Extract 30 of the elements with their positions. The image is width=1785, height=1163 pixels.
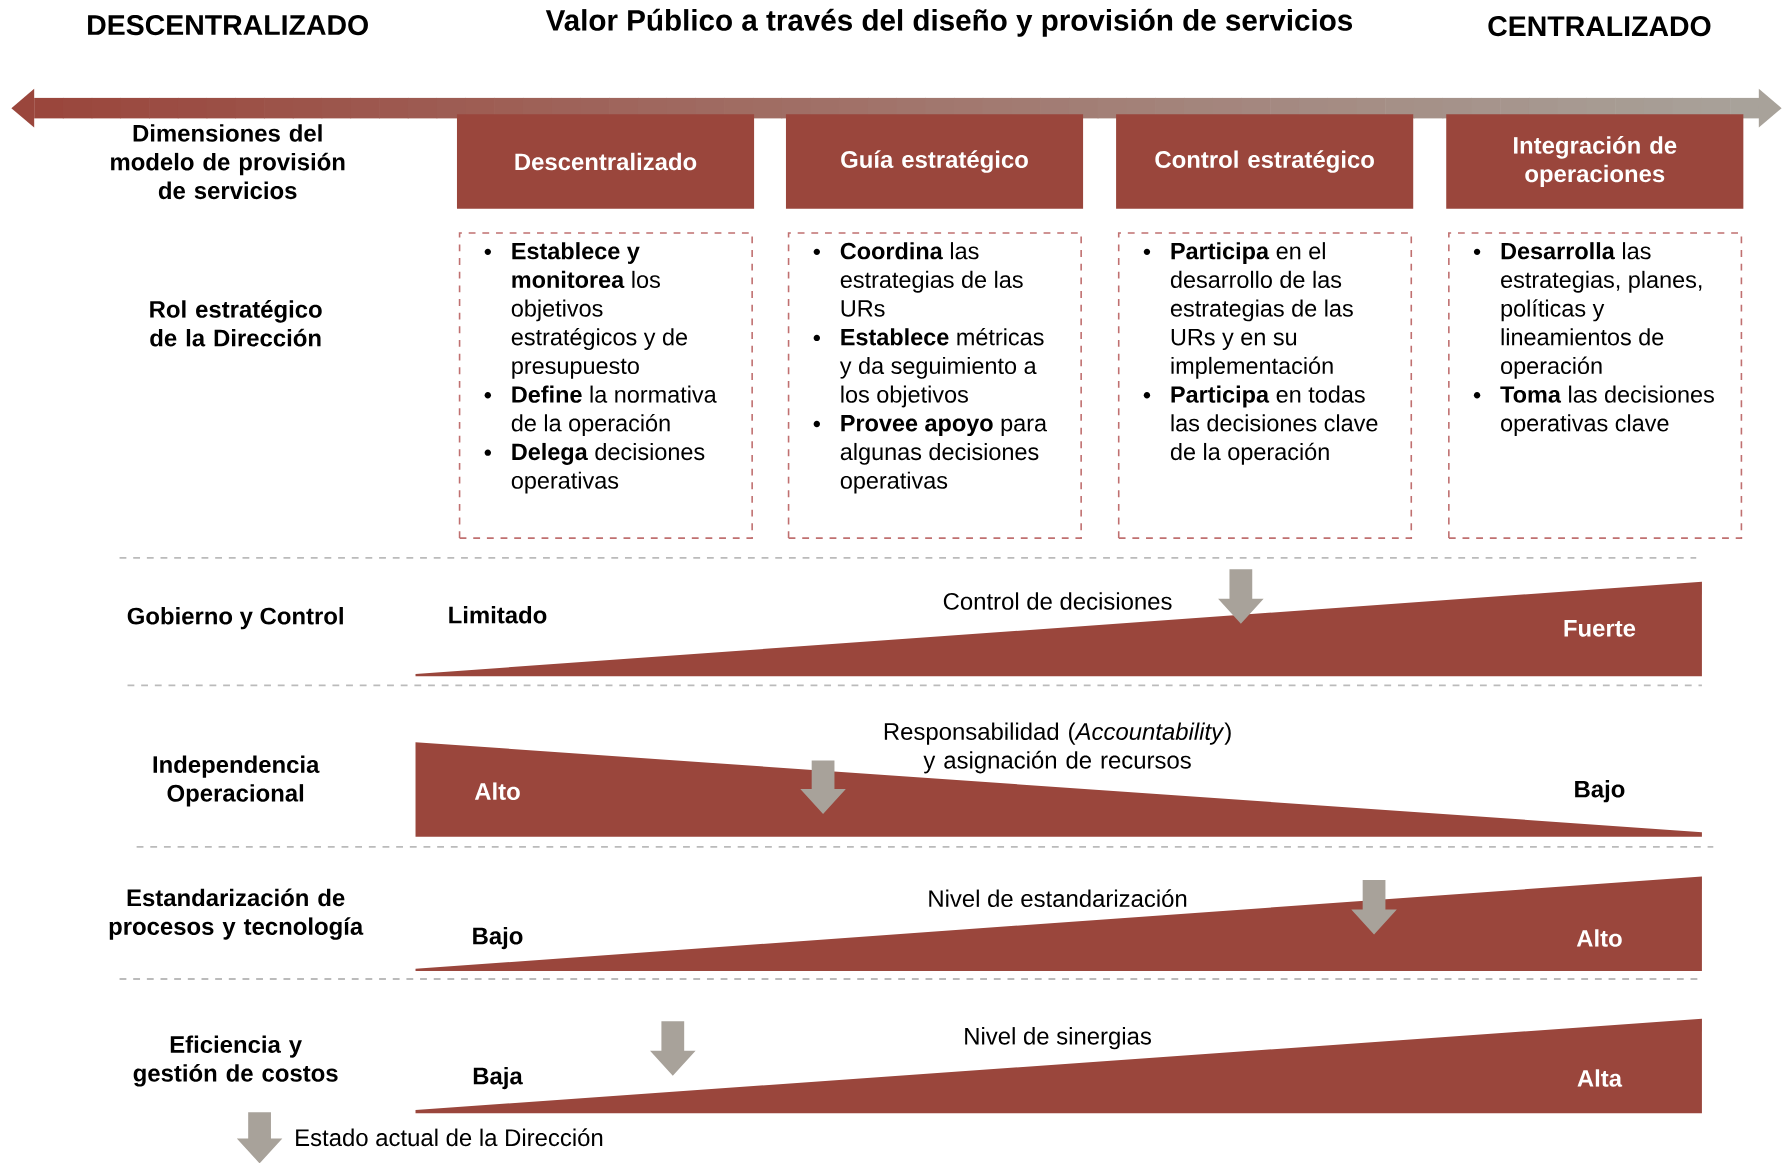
row-label: Independencia Operacional	[153, 755, 320, 807]
scale-label: Alto	[1576, 929, 1622, 947]
role-box: Coordina las estrategias de las URs Establece métricas y da seguimiento a los objetivos Provee apoyo para algunas decisiones operativas	[787, 232, 1082, 539]
legend-label: Estado actual de la Dirección	[296, 1128, 603, 1146]
role-box: Participa en el desarrollo de las estrategias de las URs y en su implementación Participa en todas las decisiones clave de la operación	[1117, 232, 1413, 539]
scale-label: Bajo	[1575, 779, 1625, 803]
role-box: Desarrolla las estrategias, planes, políticas y lineamientos de operación Toma las decisiones operativas clave	[1448, 232, 1743, 539]
scale-caption: Control de decisiones	[943, 592, 1172, 610]
row-label: Estandarización de procesos y tecnología	[109, 888, 364, 940]
scale-label: Fuerte	[1564, 619, 1636, 637]
scale-label: Bajo	[473, 926, 523, 949]
row-label: Dimensiones del modelo de provisión de servicios	[111, 124, 345, 199]
scale-caption: Nivel de estandarización	[929, 889, 1187, 907]
column-header: Guía estratégico	[785, 114, 1084, 209]
scale-label: Alto	[474, 782, 520, 800]
column-header: Integración de operaciones	[1446, 114, 1744, 209]
title: Valor Público a través del diseño y provisión de servicios	[545, 8, 1353, 37]
scale-caption: Nivel de sinergias	[965, 1026, 1151, 1050]
scale-label: Alta	[1577, 1069, 1623, 1087]
row-label: Gobierno y Control	[127, 606, 343, 630]
role-box: Establece y monitorea los objetivos estratégicos y de presupuesto Define la normativa de la operación Delega decisiones operativas	[458, 232, 753, 539]
column-header: Descentralizado	[456, 114, 755, 209]
row-label: Eficiencia y gestión de costos	[133, 1035, 338, 1087]
column-header: Control estratégico	[1116, 114, 1414, 209]
end-label: CENTRALIZADO	[1488, 15, 1711, 37]
scale-caption: Responsabilidad (Accountability) y asignación de recursos	[884, 722, 1231, 774]
end-label: DESCENTRALIZADO	[88, 14, 368, 35]
row-label: Rol estratégico de la Dirección	[150, 299, 322, 347]
scale-label: Limitado	[449, 605, 547, 624]
scale-label: Baja	[473, 1066, 523, 1089]
